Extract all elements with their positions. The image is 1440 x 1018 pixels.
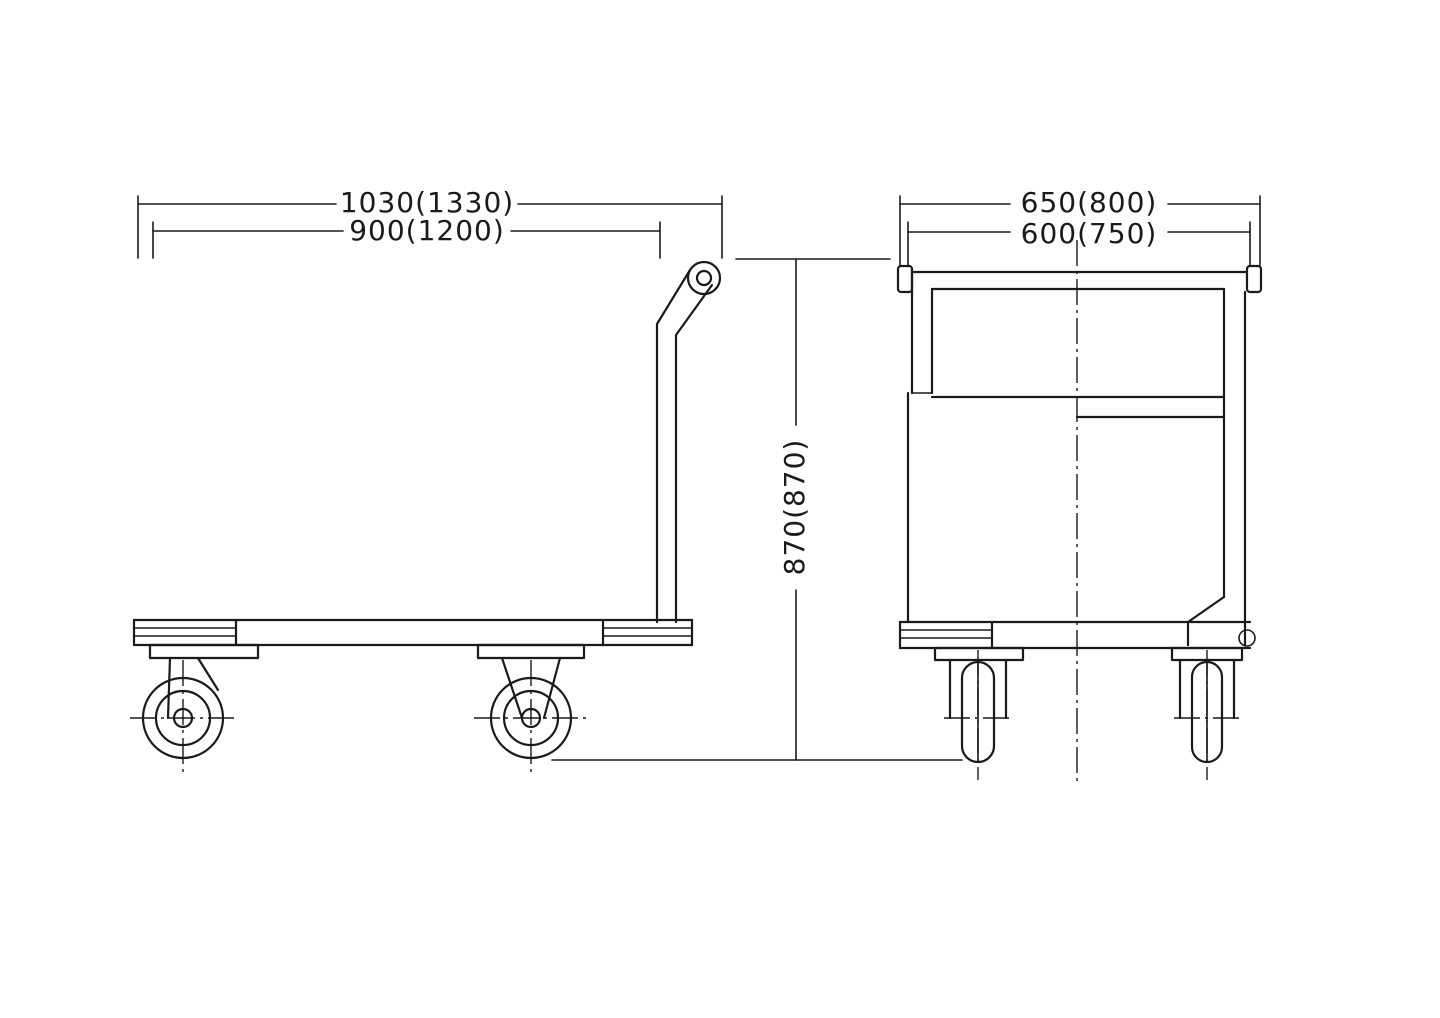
dimension-overall-width: 650(800) xyxy=(899,186,1261,266)
end-left-caster xyxy=(933,646,1025,780)
end-right-caster xyxy=(1170,646,1244,780)
side-view: 1030(1330) 900(1200) xyxy=(130,186,723,776)
platform-width-label: 600(750) xyxy=(1021,217,1158,250)
platform-length-label: 900(1200) xyxy=(349,214,505,247)
dimension-platform-width: 600(750) xyxy=(907,217,1251,266)
dimension-platform-length: 900(1200) xyxy=(152,214,661,259)
end-handle-frame xyxy=(896,264,1263,647)
side-platform xyxy=(132,618,694,647)
height-label: 870(870) xyxy=(778,439,811,576)
overall-width-label: 650(800) xyxy=(1021,186,1158,219)
side-swivel-caster xyxy=(130,643,260,776)
side-handle xyxy=(655,260,722,624)
overall-length-label: 1030(1330) xyxy=(340,186,514,219)
side-fixed-caster xyxy=(474,643,588,772)
dimension-height: 870(870) xyxy=(551,258,963,761)
dimension-overall-length: 1030(1330) xyxy=(137,186,723,259)
end-view: 650(800) 600(750) xyxy=(896,186,1263,784)
end-platform xyxy=(898,620,1252,650)
